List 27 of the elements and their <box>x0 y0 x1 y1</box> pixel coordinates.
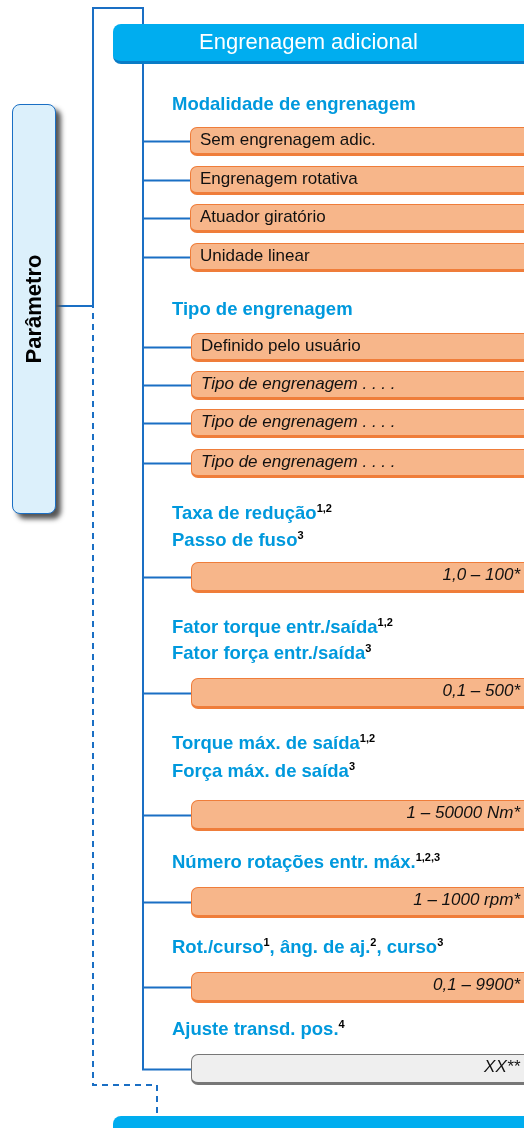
option-box: Unidade linear <box>190 243 524 272</box>
value-field: 0,1 – 500* <box>191 678 524 709</box>
option-box: Engrenagem rotativa <box>190 166 524 195</box>
section-heading: Ajuste transd. pos.$^{4}$ <box>172 1018 345 1041</box>
option-box: Tipo de engrenagem . . . . <box>191 449 524 478</box>
section-heading: Fator torque entr./saída$^{1,2}$ <box>172 616 393 639</box>
section-heading: Número rotações entr. máx.$^{1,2,3}$ <box>172 851 441 874</box>
option-box: Tipo de engrenagem . . . . <box>191 371 524 400</box>
section-heading: Força máx. de saída$^{3}$ <box>172 760 355 783</box>
section-heading: Fator força entr./saída$^{3}$ <box>172 642 372 665</box>
section-heading: Taxa de redução$^{1,2}$ <box>172 502 332 525</box>
section-heading: Rot./curso$^{1}$, âng. de aj.$^{2}$, curso$^{3}$ <box>172 936 444 959</box>
value-field: 0,1 – 9900* <box>191 972 524 1003</box>
value-field: 1,0 – 100* <box>191 562 524 593</box>
section-heading: Passo de fuso$^{3}$ <box>172 529 304 552</box>
section-heading: Modalidade de engrenagem <box>172 93 416 115</box>
parameter-box: Parâmetro <box>12 104 56 514</box>
header-bar: Engrenagem adicional <box>113 24 524 64</box>
value-field: 1 – 50000 Nm* <box>191 800 524 831</box>
section-heading: Torque máx. de saída$^{1,2}$ <box>172 732 376 755</box>
option-box: Definido pelo usuário <box>191 333 524 362</box>
value-field: 1 – 1000 rpm* <box>191 887 524 918</box>
option-box: Sem engrenagem adic. <box>190 127 524 156</box>
value-field: XX** <box>191 1054 524 1085</box>
option-box: Tipo de engrenagem . . . . <box>191 409 524 438</box>
section-heading: Tipo de engrenagem <box>172 298 353 320</box>
option-box: Atuador giratório <box>190 204 524 233</box>
